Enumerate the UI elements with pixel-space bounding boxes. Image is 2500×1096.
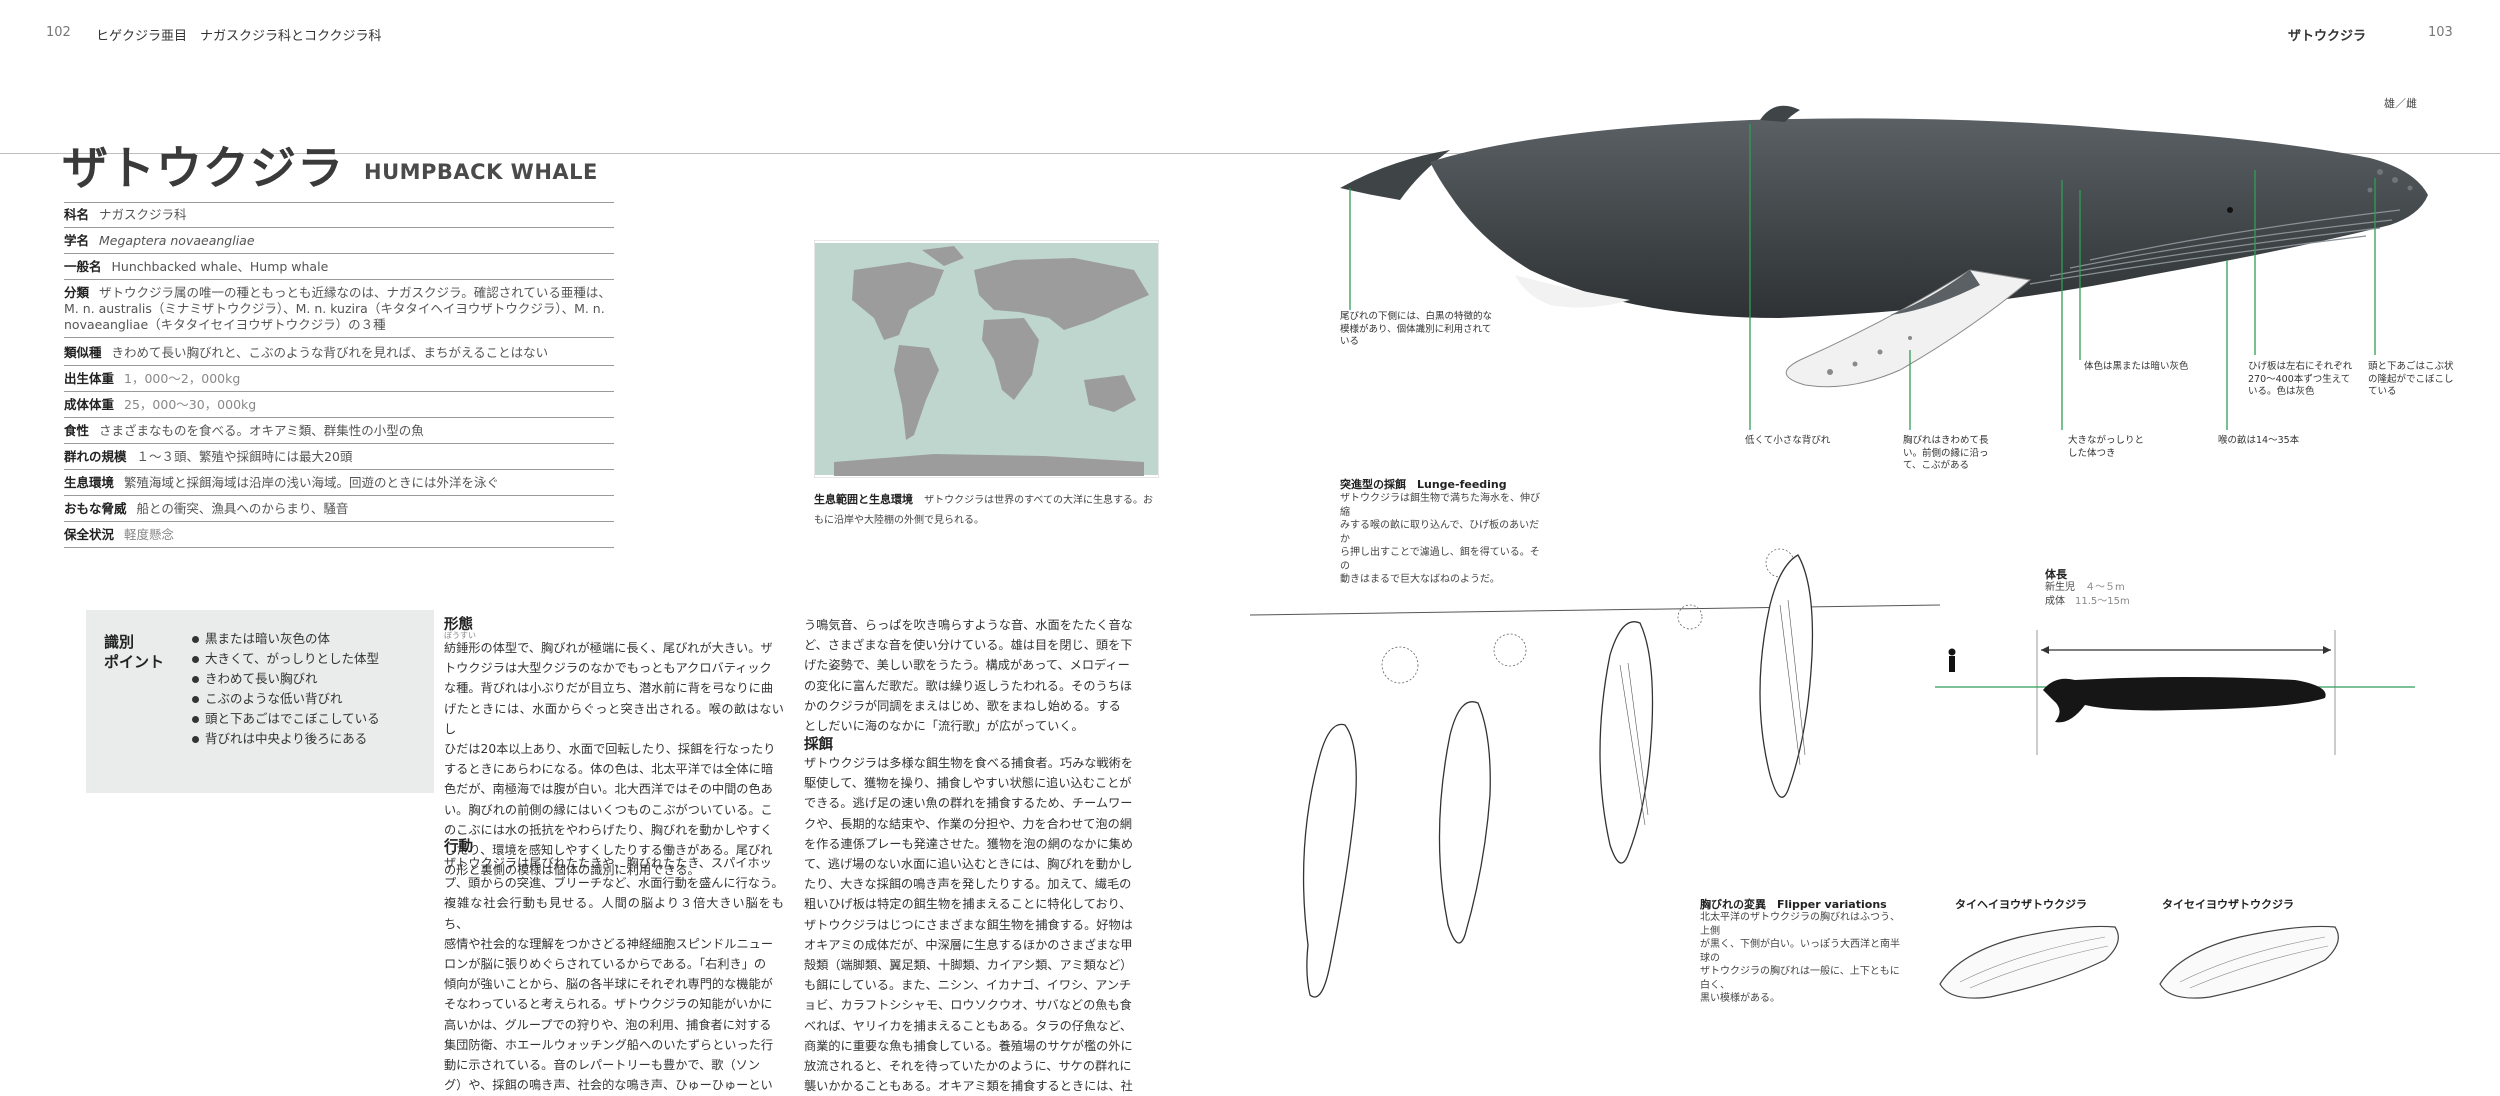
page-title: ザトウクジラ bbox=[62, 141, 344, 195]
header-rule bbox=[0, 153, 2500, 154]
belly-patch bbox=[1515, 275, 1630, 308]
whale-silhouette bbox=[2043, 677, 2326, 723]
section-heading-form: 形態 bbox=[444, 617, 473, 633]
lunge-title: 突進型の採餌 Lunge-feeding bbox=[1340, 478, 1507, 491]
human-silhouette bbox=[1948, 648, 1956, 672]
dorsal-fin bbox=[1760, 105, 1800, 122]
size-newborn: 新生児 ４〜５m bbox=[2045, 582, 2125, 593]
annotation-throat: 喉の畝は14〜35本 bbox=[2218, 435, 2300, 446]
lunge-whale-4 bbox=[1759, 554, 1814, 798]
eye bbox=[2227, 207, 2233, 213]
profile-row: 食性さまざまなものを食べる。オキアミ類、群集性の小型の魚 bbox=[64, 419, 614, 444]
id-point: 頭と下あごはでこぼこしている bbox=[192, 708, 380, 727]
page-title-en: HUMPBACK WHALE bbox=[364, 160, 598, 184]
flipper-atlantic-label: タイセイヨウザトウクジラ bbox=[2162, 898, 2294, 911]
map-caption: 生息範囲と生息環境 ザトウクジラは世界のすべての大洋に生息する。おもに沿岸や大陸… bbox=[814, 493, 1153, 526]
id-point: 黒または暗い灰色の体 bbox=[192, 628, 330, 647]
id-point: きわめて長い胸びれ bbox=[192, 668, 318, 687]
flipper-title: 胸びれの変異 Flipper variations bbox=[1700, 898, 1887, 911]
sex-mark: 雄／雌 bbox=[2384, 97, 2417, 110]
lunge-whale-3 bbox=[1599, 621, 1654, 864]
lunge-text: ザトウクジラは餌生物で満ちた海水を、伸び縮 みする喉の畝に取り込んで、ひげ板のあ… bbox=[1340, 493, 1540, 585]
profile-row: 科名ナガスクジラ科 bbox=[64, 203, 614, 228]
lunge-whale-2 bbox=[1438, 701, 1491, 944]
leader-lines bbox=[1349, 124, 2376, 430]
id-points-panel: 識別 ポイント 黒または暗い灰色の体 大きくて、がっしりとした体型 きわめて長い… bbox=[86, 610, 434, 793]
annotation-body: 大きながっしりとした体つき bbox=[2068, 435, 2145, 459]
annotation-baleen: ひげ板は左右にそれぞれ270〜400本ずつ生えている。色は灰色 bbox=[2248, 361, 2353, 397]
running-head-right: ザトウクジラ bbox=[2288, 29, 2367, 44]
id-point: 大きくて、がっしりとした体型 bbox=[192, 648, 379, 667]
pectoral-flipper bbox=[1785, 269, 2032, 388]
feeding-paragraph: ザトウクジラは多様な餌生物を食べる捕食者。巧みな戦術を 駆使して、獲物を操り、捕… bbox=[804, 756, 1134, 1094]
size-title: 体長 bbox=[2045, 568, 2067, 581]
behavior-paragraph: ザトウクジラは尾びれたたきや、胸びれたたき、スパイホッ プ、頭からの突進、ブリー… bbox=[444, 856, 784, 1093]
flipper-text: 北太平洋のザトウクジラの胸びれはふつう、上側 が黒く、下側が白い。いっぽう大西洋… bbox=[1700, 912, 1900, 1004]
map-landmass bbox=[834, 246, 1149, 476]
id-point: 背びれは中央より後ろにある bbox=[192, 728, 367, 747]
range-map bbox=[814, 240, 1159, 478]
tail-fluke bbox=[1340, 150, 1450, 200]
ruby-text: ぼうすい bbox=[444, 631, 476, 640]
annotation-head: 頭と下あごはこぶ状の隆起がでこぼこしている bbox=[2368, 361, 2454, 397]
flipper-pacific-label: タイヘイヨウザトウクジラ bbox=[1955, 898, 2087, 911]
page-number-right: 103 bbox=[2428, 25, 2453, 40]
profile-row: 分類ザトウクジラ属の唯一の種ともっとも近縁なのは、ナガスクジラ。確認されている亜… bbox=[64, 281, 614, 338]
song-paragraph: う鳴気音、らっぱを吹き鳴らすような音、水面をたたく音な ど、さまざまな音を使い分… bbox=[804, 618, 1133, 734]
annotation-color: 体色は黒または暗い灰色 bbox=[2084, 361, 2189, 372]
section-heading-feeding: 採餌 bbox=[804, 737, 833, 753]
profile-row: 類似種きわめて長い胸びれと、こぶのような背びれを見れば、まちがえることはない bbox=[64, 341, 614, 366]
annotation-flipper: 胸びれはきわめて長い。前側の縁に沿って、こぶがある bbox=[1903, 435, 1989, 471]
running-head-left: ヒゲクジラ亜目 ナガスクジラ科とコククジラ科 bbox=[96, 29, 382, 44]
annotation-tail: 尾びれの下側には、白黒の特徴的な模様があり、個体識別に利用されている bbox=[1340, 311, 1493, 347]
id-points-title: 識別 ポイント bbox=[104, 633, 165, 671]
profile-top-rule bbox=[64, 202, 614, 203]
page-number-left: 102 bbox=[46, 25, 71, 40]
profile-row: 生息環境繁殖海域と採餌海域は沿岸の浅い海域。回遊のときには外洋を泳ぐ bbox=[64, 471, 614, 496]
id-point: こぶのような低い背びれ bbox=[192, 688, 343, 707]
whale-body bbox=[1430, 118, 2428, 318]
size-adult: 成体 11.5〜15m bbox=[2045, 596, 2130, 607]
flipper-atlantic bbox=[2159, 925, 2339, 999]
form-paragraph: 紡錘形の体型で、胸びれが極端に長く、尾びれが大きい。ザ トウクジラは大型クジラの… bbox=[444, 641, 784, 878]
lunge-feeding-sequence bbox=[1250, 548, 1941, 998]
section-heading-behavior: 行動 bbox=[444, 839, 473, 855]
flipper-pacific bbox=[1939, 925, 2119, 999]
lunge-whale-1 bbox=[1302, 723, 1357, 998]
profile-row: おもな脅威船との衝突、漁具へのからまり、騒音 bbox=[64, 497, 614, 522]
annotation-dorsal: 低くて小さな背びれ bbox=[1745, 435, 1831, 446]
throat-grooves bbox=[2029, 209, 2401, 285]
humpback-illustration bbox=[1340, 105, 2428, 430]
bubbles bbox=[1381, 548, 1795, 684]
profile-row: 保全状況軽度懸念 bbox=[64, 523, 614, 548]
size-comparison bbox=[1935, 630, 2415, 755]
